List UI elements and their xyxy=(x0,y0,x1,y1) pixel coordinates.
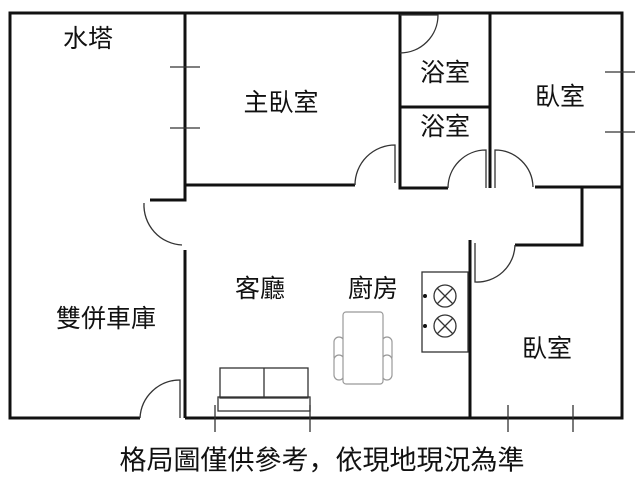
room-label-bedroom-1: 臥室 xyxy=(535,82,585,111)
sofa-icon xyxy=(214,367,311,432)
doors xyxy=(139,14,534,419)
windows xyxy=(170,66,635,432)
room-label-bathroom-1: 浴室 xyxy=(420,58,470,87)
room-label-bedroom-2: 臥室 xyxy=(522,334,572,363)
stove-icon xyxy=(421,271,469,353)
room-label-living-room: 客廳 xyxy=(235,274,285,303)
walls xyxy=(8,11,624,420)
room-label-kitchen: 廚房 xyxy=(348,274,398,303)
disclaimer-caption: 格局圖僅供參考，依現地現況為準 xyxy=(120,446,525,477)
dining-table-icon xyxy=(333,311,393,385)
room-label-master-bedroom: 主臥室 xyxy=(243,88,318,117)
room-label-bathroom-2: 浴室 xyxy=(420,112,470,141)
room-label-water-tower: 水塔 xyxy=(63,24,113,53)
room-label-garage: 雙併車庫 xyxy=(56,304,156,333)
